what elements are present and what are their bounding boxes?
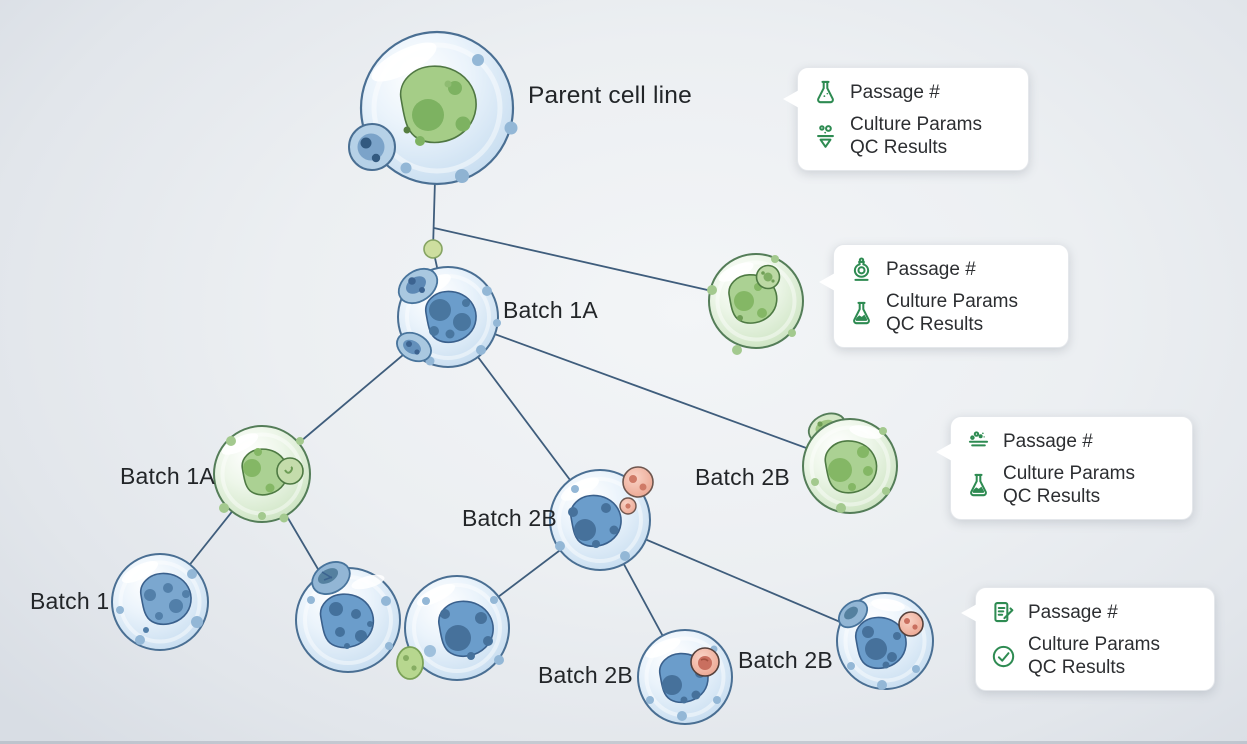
erlenmeyer-flask-filled-icon <box>965 472 992 499</box>
passage-label: Passage # <box>1003 430 1093 452</box>
batch-2b-bottom-label: Batch 2B <box>538 662 633 688</box>
callout-parent: Passage # Culture Params QC Results <box>783 67 1029 172</box>
edge-batch2bmid-batch2bbr <box>599 519 886 642</box>
callout-row-culture-qc: Culture Params QC Results <box>990 633 1198 679</box>
batch-2b-br-bud <box>837 599 869 629</box>
round-jar-flask-icon <box>848 256 875 283</box>
unlabeled-cell-1-node <box>295 561 401 673</box>
batch-1a-top-bud-upper <box>397 267 439 305</box>
erlenmeyer-flask-outline-icon <box>812 79 839 106</box>
batch-1a-mid-label: Batch 1A <box>120 463 215 489</box>
edge-batch1a-batch2bright <box>447 316 851 465</box>
green-top-right-cell-node <box>707 253 804 355</box>
culture-params-label: Culture Params <box>1003 463 1135 484</box>
pink-bud-large <box>622 466 654 498</box>
pink-inclusion-br <box>898 611 924 637</box>
callout-row-passage: Passage # <box>990 599 1198 626</box>
callout-row-culture-qc: Culture Params QC Results <box>848 290 1052 336</box>
passage-label: Passage # <box>886 258 976 280</box>
qc-results-label: QC Results <box>850 137 948 159</box>
batch-2b-bottom-right-label: Batch 2B <box>738 647 833 673</box>
batch-1a-mid-cell-node <box>213 425 311 523</box>
batch-2b-right-cell-node <box>802 412 898 514</box>
batch-1a-top-bud-lower <box>396 331 432 363</box>
green-mid-inclusion <box>276 457 304 485</box>
culture-params-label: Culture Params <box>886 291 1018 312</box>
batch-2b-right-label: Batch 2B <box>695 464 790 490</box>
callout-tail <box>819 273 835 291</box>
green-inclusion-small <box>396 646 424 680</box>
connector-lines <box>159 109 886 678</box>
unlabeled-cell-1-bud <box>311 561 351 595</box>
batch-2b-mid-cell-node <box>549 466 654 571</box>
callout-row-culture-qc: Culture Params QC Results <box>812 113 1012 159</box>
batch-2b-mid-label: Batch 2B <box>462 505 557 531</box>
cell-sample-particles-icon <box>965 428 992 455</box>
callout-row-passage: Passage # <box>812 79 1012 106</box>
parent-cell-bud <box>348 123 396 171</box>
passage-label: Passage # <box>1028 601 1118 623</box>
callout-tail <box>936 443 952 461</box>
qc-results-label: QC Results <box>1028 657 1126 679</box>
parent-cell-label: Parent cell line <box>528 82 692 109</box>
callout-batch-2b-bottom-right: Passage # Culture Params QC Results <box>961 587 1215 692</box>
callout-row-passage: Passage # <box>965 428 1176 455</box>
check-circle-icon <box>990 643 1017 670</box>
pink-bud-small <box>619 497 637 515</box>
callout-green-cell: Passage # Culture Params QC Results <box>819 244 1069 349</box>
unlabeled-cell-2-node <box>396 575 510 681</box>
qc-results-label: QC Results <box>1003 486 1101 508</box>
qc-results-label: QC Results <box>886 314 984 336</box>
batch-2b-bottom-right-cell-node <box>836 592 934 690</box>
callout-tail <box>783 90 799 108</box>
pink-inclusion-bottom <box>690 647 720 677</box>
callout-row-passage: Passage # <box>848 256 1052 283</box>
callout-batch-2b-right: Passage # Culture Params QC Results <box>936 416 1193 521</box>
callout-tail <box>961 604 977 622</box>
callout-row-culture-qc: Culture Params QC Results <box>965 462 1176 508</box>
batch-1-cell-node <box>111 553 209 651</box>
batch-2b-bottom-cell-node <box>637 629 733 725</box>
batch-1a-top-label: Batch 1A <box>503 297 598 323</box>
erlenmeyer-flask-filled-icon <box>848 300 875 327</box>
passage-label: Passage # <box>850 81 940 103</box>
culture-params-label: Culture Params <box>850 114 982 135</box>
parent-cell-node <box>348 30 518 186</box>
funnel-particles-icon <box>812 123 839 150</box>
junction-node <box>423 239 443 259</box>
batch-1a-top-cell-node <box>396 266 501 368</box>
edge-parent-greencell <box>433 227 757 302</box>
green-cell-inclusion <box>755 264 781 290</box>
document-edit-icon <box>990 599 1017 626</box>
batch-1-label: Batch 1 <box>30 588 110 614</box>
culture-params-label: Culture Params <box>1028 634 1160 655</box>
